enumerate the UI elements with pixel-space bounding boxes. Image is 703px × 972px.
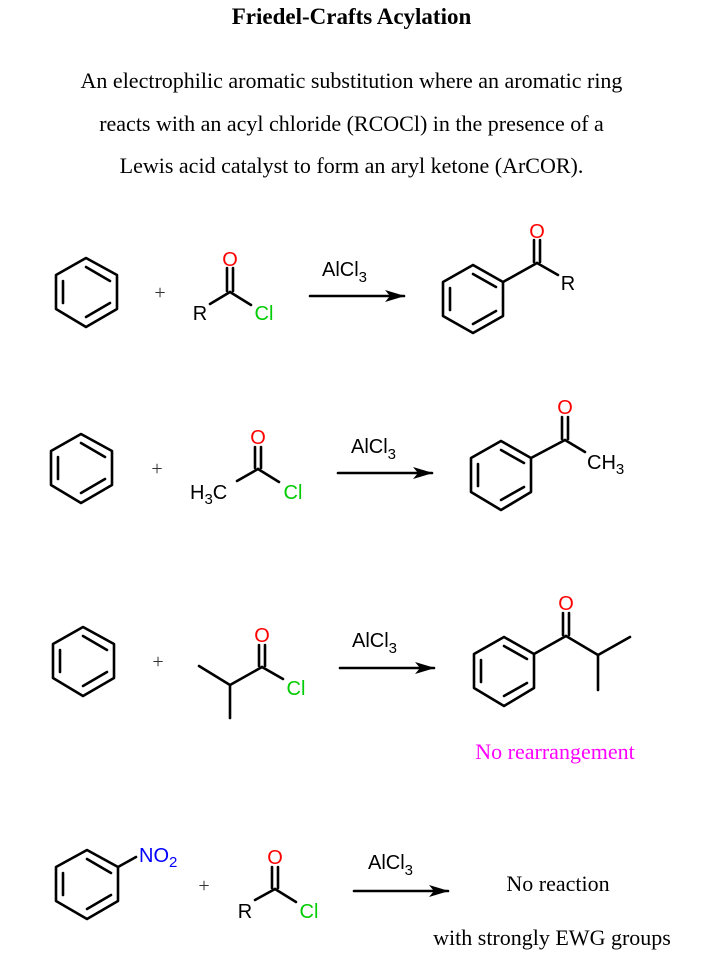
no-rearrangement-note: No rearrangement xyxy=(475,739,634,764)
benzene-icon xyxy=(49,432,114,505)
reaction-1: + O R Cl AlCl3 O R xyxy=(54,221,575,335)
oxygen-label: O xyxy=(557,397,573,419)
benzene-icon xyxy=(51,625,116,698)
plus-sign: + xyxy=(198,875,209,897)
chlorine-label: Cl xyxy=(255,303,274,325)
acyl-chloride-icon: O R Cl xyxy=(238,847,319,923)
chlorine-label: Cl xyxy=(287,678,306,700)
acyl-chloride-icon: O R Cl xyxy=(193,249,274,325)
reaction-2: + O H3C Cl AlCl3 O CH3 xyxy=(49,397,624,512)
r-group-label: R xyxy=(193,303,207,325)
plus-sign: + xyxy=(152,651,163,673)
oxygen-label: O xyxy=(267,847,283,869)
description-line-2: reacts with an acyl chloride (RCOCl) in … xyxy=(99,111,604,136)
aryl-ketone-product-icon: O R xyxy=(441,221,575,335)
oxygen-label: O xyxy=(222,249,238,271)
acetyl-chloride-icon: O H3C Cl xyxy=(190,427,302,508)
oxygen-label: O xyxy=(250,427,266,449)
plus-sign: + xyxy=(154,282,165,304)
oxygen-label: O xyxy=(254,625,270,647)
plus-sign: + xyxy=(151,458,162,480)
catalyst-label: AlCl3 xyxy=(368,852,413,879)
description-line-1: An electrophilic aromatic substitution w… xyxy=(80,68,623,93)
benzene-icon xyxy=(54,256,119,329)
isobutyrophenone-product-icon: O xyxy=(472,593,632,708)
oxygen-label: O xyxy=(529,221,545,243)
catalyst-label: AlCl3 xyxy=(352,630,397,657)
reaction-3: + O Cl AlCl3 O No rearrangement xyxy=(51,593,635,764)
description-line-3: Lewis acid catalyst to form an aryl keto… xyxy=(119,153,584,178)
acetophenone-product-icon: O CH3 xyxy=(469,397,624,512)
catalyst-label: AlCl3 xyxy=(322,259,367,286)
nitro-group-label: NO2 xyxy=(139,845,177,871)
r-group-label: R xyxy=(561,273,575,295)
r-group-label: R xyxy=(238,901,252,923)
nitrobenzene-icon: NO2 xyxy=(54,845,177,921)
page-title: Friedel-Crafts Acylation xyxy=(231,4,472,29)
isobutyryl-chloride-icon: O Cl xyxy=(197,625,306,720)
oxygen-label: O xyxy=(558,593,574,615)
chlorine-label: Cl xyxy=(300,901,319,923)
ewg-note: with strongly EWG groups xyxy=(433,925,671,950)
catalyst-label: AlCl3 xyxy=(351,436,396,463)
reaction-4: NO2 + O R Cl AlCl3 No reaction with stro… xyxy=(54,845,671,950)
no-reaction-label: No reaction xyxy=(506,871,609,896)
chlorine-label: Cl xyxy=(284,482,303,504)
methyl-label: H3C xyxy=(190,482,227,508)
methyl-label: CH3 xyxy=(587,452,624,478)
